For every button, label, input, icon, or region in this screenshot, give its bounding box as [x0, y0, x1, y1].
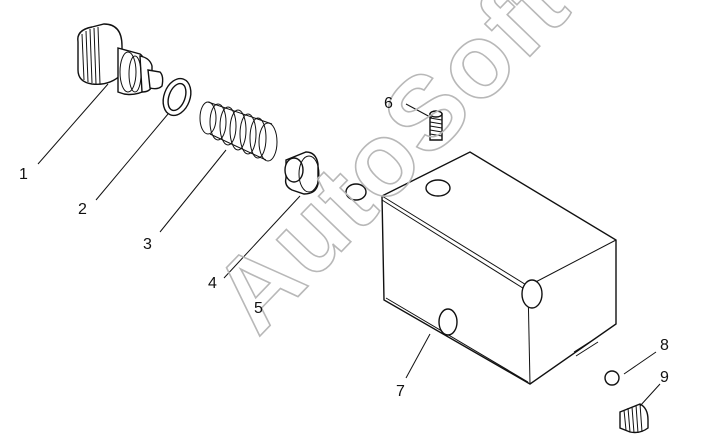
- part-4-plunger: [284, 151, 320, 195]
- callout-5: 5: [254, 300, 263, 317]
- part-3-spring: [199, 101, 278, 162]
- callout-8: 8: [660, 337, 669, 354]
- part-2-sealing-ring: [162, 77, 192, 117]
- callout-9: 9: [660, 369, 669, 386]
- callout-6: 6: [384, 95, 393, 112]
- callout-7: 7: [396, 383, 405, 400]
- part-6-bolt: [429, 110, 443, 141]
- leader-lines: [37, 83, 661, 407]
- part-8-ball: [604, 370, 620, 386]
- part-9-plug-screw: [619, 403, 649, 434]
- callout-2: 2: [78, 201, 87, 218]
- callout-4: 4: [208, 275, 217, 292]
- part-7-housing-block: [345, 151, 617, 385]
- callout-3: 3: [143, 236, 152, 253]
- part-1-threaded-fitting: [77, 23, 164, 96]
- callout-1: 1: [19, 166, 28, 183]
